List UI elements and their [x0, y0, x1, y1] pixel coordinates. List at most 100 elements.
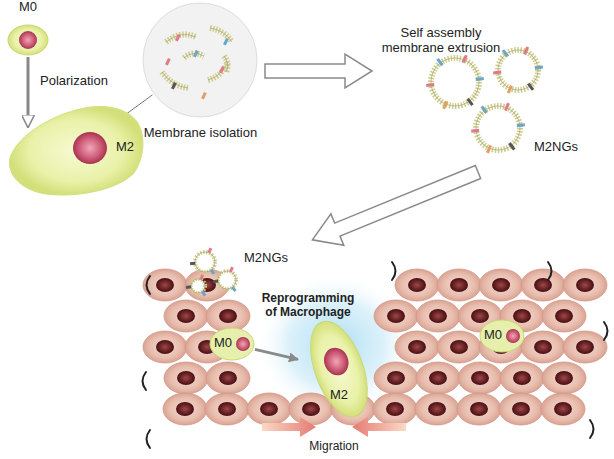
- membrane-protein: [436, 58, 443, 66]
- epithelial-cell: [500, 362, 544, 394]
- epithelial-cell: [163, 393, 207, 425]
- cell-nucleus: [554, 402, 572, 416]
- cell-nucleus: [471, 371, 489, 385]
- membrane-protein: [426, 83, 434, 87]
- epithelial-cell: [521, 331, 565, 363]
- cell-body: [457, 393, 501, 425]
- motion-mark: [147, 430, 151, 448]
- cell-nucleus: [429, 371, 447, 385]
- membrane-protein: [201, 92, 207, 100]
- lipid-bilayer: [498, 50, 538, 90]
- membrane-fragment-core: [224, 56, 228, 72]
- epithelial-cell: [416, 362, 460, 394]
- cell-body: [437, 331, 481, 363]
- epithelial-cells: [143, 269, 607, 425]
- cell-node: M2: [6, 98, 148, 202]
- migration-arrow: [262, 417, 316, 437]
- cell-body: [143, 269, 187, 301]
- epithelial-cell: [206, 362, 250, 394]
- cell-body: [395, 331, 439, 363]
- cell-body: [415, 393, 459, 425]
- cell-body: [205, 393, 249, 425]
- cell-body: [521, 331, 565, 363]
- motion-marks: [143, 262, 608, 448]
- membrane-protein: [175, 34, 181, 42]
- motion-mark: [604, 322, 608, 340]
- membrane-protein: [523, 46, 529, 55]
- lipid-bilayer-inner: [195, 252, 215, 272]
- cell-node: M0: [478, 318, 526, 354]
- cell-nucleus: [506, 329, 520, 343]
- lipid-bilayer-inner: [498, 50, 538, 90]
- cell-node: Membrane isolation: [138, 0, 263, 150]
- nanoghost-vesicle: [426, 55, 484, 110]
- epithelial-cell: [563, 269, 607, 301]
- epithelial-cell: [542, 300, 586, 332]
- cell-nucleus: [555, 309, 573, 323]
- membrane-protein: [208, 248, 213, 254]
- epithelial-cell: [373, 393, 417, 425]
- cell-body: [500, 362, 544, 394]
- cell-nucleus: [450, 278, 468, 292]
- cell-body: [143, 331, 187, 363]
- lipid-bilayer: [476, 106, 520, 150]
- membrane-protein: [466, 98, 473, 106]
- epithelial-cell: [164, 362, 208, 394]
- cell-body: [437, 269, 481, 301]
- membrane-protein: [201, 291, 206, 297]
- nanoghost-vesicle: [471, 103, 525, 154]
- cell-body: [206, 362, 250, 394]
- membrane-protein: [527, 83, 534, 91]
- membrane-protein: [476, 77, 484, 81]
- epithelial-cell: [499, 393, 543, 425]
- membrane-protein: [517, 123, 525, 127]
- cell-nucleus: [302, 402, 320, 416]
- cell-nucleus: [492, 278, 510, 292]
- membrane-protein: [462, 55, 468, 64]
- motion-mark: [392, 262, 396, 280]
- cell-body: [458, 362, 502, 394]
- cell-label: M2: [112, 140, 138, 155]
- membrane-protein: [165, 58, 171, 66]
- cell-nucleus: [320, 344, 352, 379]
- cell-body: [563, 331, 607, 363]
- epithelial-cell: [563, 331, 607, 363]
- annotation-label: Migration: [304, 440, 364, 454]
- node-shape: [298, 316, 380, 422]
- cell-nucleus: [236, 337, 250, 351]
- lipid-bilayer: [191, 279, 205, 293]
- motion-mark: [143, 372, 147, 390]
- epithelial-cell: [416, 300, 460, 332]
- membrane-protein: [193, 50, 199, 58]
- cell-nucleus: [513, 309, 531, 323]
- macrophage-cell: [480, 320, 524, 352]
- cell-nucleus: [428, 402, 446, 416]
- epithelial-cell: [457, 393, 501, 425]
- cell-nucleus: [177, 309, 195, 323]
- cell-body: [374, 362, 418, 394]
- edge-label: Polarization: [40, 74, 108, 89]
- cell-label: Membrane isolation: [138, 126, 263, 141]
- cell-nucleus: [512, 402, 530, 416]
- cell-nucleus: [19, 31, 37, 49]
- cell-node: M0: [208, 326, 256, 362]
- epithelial-cell: [206, 300, 250, 332]
- epithelial-cell: [164, 300, 208, 332]
- membrane-protein: [504, 103, 510, 112]
- cell-body: [563, 269, 607, 301]
- cell-label: M2: [324, 388, 354, 403]
- macrophage-cell: [8, 25, 48, 55]
- membrane-protein: [223, 38, 229, 46]
- membrane-protein: [535, 65, 543, 69]
- cell-nucleus: [450, 340, 468, 354]
- cell-nucleus: [576, 340, 594, 354]
- cell-body: [542, 300, 586, 332]
- nanoghost-vesicle: [213, 267, 237, 293]
- cell-nucleus: [534, 278, 552, 292]
- cell-nucleus: [471, 309, 489, 323]
- annotation-label: Self assembly membrane extrusion: [375, 26, 507, 56]
- membrane-protein: [507, 85, 513, 94]
- cell-body: [163, 393, 207, 425]
- cell-nucleus: [260, 402, 278, 416]
- epithelial-cell: [205, 393, 249, 425]
